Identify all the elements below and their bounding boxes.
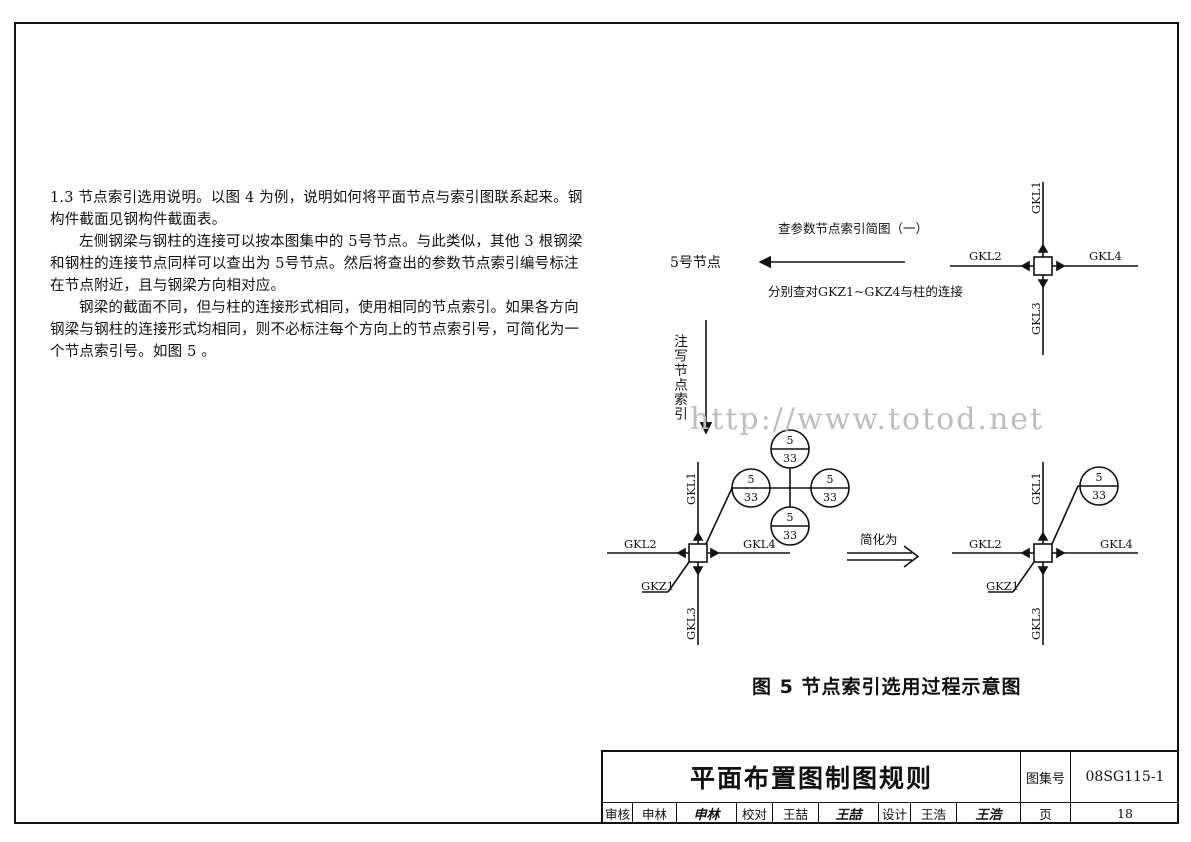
- idx-simple-den: 33: [1092, 489, 1106, 502]
- label-gkl2-bl: GKL2: [624, 537, 657, 551]
- checker-signature: 王喆: [819, 803, 879, 824]
- reviewer-name: 申林: [633, 803, 677, 824]
- watermark: http://www.totod.net: [690, 402, 1045, 437]
- drawing-title: 平面布置图制图规则: [603, 752, 1021, 802]
- index-circle-right: [810, 468, 850, 508]
- label-gkl1-br: GKL1: [1029, 472, 1043, 505]
- label-gkl1-tr: GKL1: [1029, 181, 1043, 214]
- signature-row: 审核 申林 申林 校对 王喆 王喆 设计 王浩 王浩 页 18: [603, 802, 1179, 824]
- designer-signature: 王浩: [957, 803, 1021, 824]
- label-gkl4-bl: GKL4: [743, 537, 776, 551]
- paragraph-2: 左侧钢梁与钢柱的连接可以按本图集中的 5号节点。与此类似，其他 3 根钢梁和钢柱…: [50, 234, 583, 294]
- label-gkz1-br: GKZ1: [986, 579, 1019, 593]
- idx-left-den: 33: [744, 491, 758, 504]
- index-circle-top: [770, 429, 810, 469]
- idx-right-num: 5: [827, 473, 834, 486]
- label-gkl4-tr: GKL4: [1089, 249, 1122, 263]
- index-circle-left: [731, 468, 771, 508]
- arrow-bottom-text: 分别查对GKZ1~GKZ4与柱的连接: [768, 284, 963, 299]
- idx-top-num: 5: [787, 434, 794, 447]
- reviewer-signature: 申林: [677, 803, 737, 824]
- designer-name: 王浩: [911, 803, 957, 824]
- node-bottom-left: [607, 462, 790, 645]
- idx-bottom-den: 33: [783, 529, 797, 542]
- atlas-label: 图集号: [1021, 752, 1071, 802]
- idx-simple-num: 5: [1096, 471, 1103, 484]
- idx-right-den: 33: [823, 491, 837, 504]
- label-gkl3-bl: GKL3: [684, 607, 698, 640]
- check-label: 校对: [737, 803, 773, 824]
- simplify-label: 简化为: [860, 532, 898, 547]
- design-label: 设计: [879, 803, 911, 824]
- index-circle-bottom: [770, 506, 810, 546]
- label-gkl2-br: GKL2: [969, 537, 1002, 551]
- page-label: 页: [1021, 803, 1071, 824]
- idx-left-num: 5: [748, 473, 755, 486]
- explanation-text: 1.3 节点索引选用说明。以图 4 为例，说明如何将平面节点与索引图联系起来。钢…: [50, 187, 585, 363]
- label-gkz1-bl: GKZ1: [641, 579, 674, 593]
- page-number: 18: [1117, 806, 1133, 821]
- figure-caption: 图 5 节点索引选用过程示意图: [752, 676, 1022, 698]
- idx-bottom-num: 5: [787, 511, 794, 524]
- label-gkl1-bl: GKL1: [684, 472, 698, 505]
- label-gkl3-br: GKL3: [1029, 607, 1043, 640]
- atlas-number: 08SG115-1: [1085, 769, 1165, 785]
- vertical-annotation: 注写节点索引: [671, 334, 688, 422]
- paragraph-3: 钢梁的截面不同，但与柱的连接形式相同，使用相同的节点索引。如果各方向钢梁与钢柱的…: [50, 300, 580, 360]
- node5-label: 5号节点: [670, 255, 721, 271]
- paragraph-1: 1.3 节点索引选用说明。以图 4 为例，说明如何将平面节点与索引图联系起来。钢…: [50, 190, 583, 228]
- index-circle-simplified: [1079, 466, 1119, 506]
- simplify-arrow: [847, 545, 920, 568]
- drawing-frame: [14, 22, 1179, 824]
- idx-top-den: 33: [783, 452, 797, 465]
- label-gkl2-tr: GKL2: [969, 249, 1002, 263]
- review-label: 审核: [603, 803, 633, 824]
- arrow-top-text: 查参数节点索引简图（一）: [778, 221, 928, 236]
- label-gkl4-br: GKL4: [1100, 537, 1133, 551]
- title-block: 平面布置图制图规则 图集号 08SG115-1 审核 申林 申林 校对 王喆 王…: [601, 750, 1179, 824]
- checker-name: 王喆: [773, 803, 819, 824]
- label-gkl3-tr: GKL3: [1029, 302, 1043, 335]
- node-top-right: [950, 182, 1138, 355]
